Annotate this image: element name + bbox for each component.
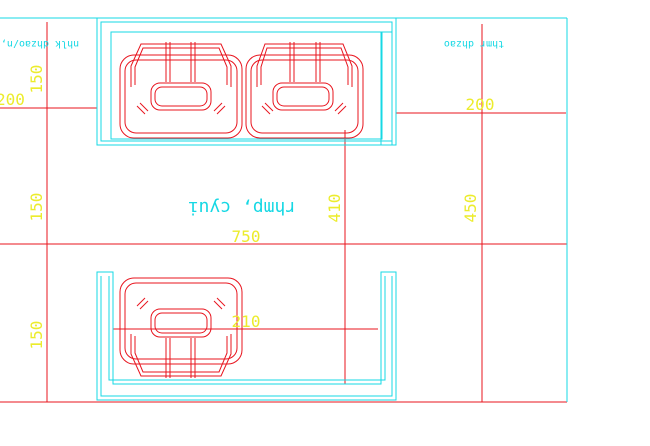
room-label-top-right: thmr dhzao <box>444 38 504 49</box>
dim-150-bottom: 150 <box>27 321 46 350</box>
red-grid-lines <box>0 22 567 403</box>
dim-150-top: 150 <box>27 65 46 94</box>
cyan-walls <box>0 17 568 402</box>
dim-410: 410 <box>325 194 344 223</box>
armchair-bottom <box>119 277 243 378</box>
armchair-top-left <box>119 42 243 139</box>
dim-750: 750 <box>232 227 261 246</box>
dim-200-right: 200 <box>466 95 495 114</box>
dim-200-left: 200 <box>0 90 25 109</box>
armchair-top-right <box>245 42 364 139</box>
dim-450: 450 <box>461 194 480 223</box>
room-label-top-left: nhlk dhzao/n, <box>1 38 79 49</box>
room-label: rhmp, cyui <box>188 197 296 218</box>
dim-150-mid: 150 <box>27 193 46 222</box>
dim-210: 210 <box>232 312 261 331</box>
